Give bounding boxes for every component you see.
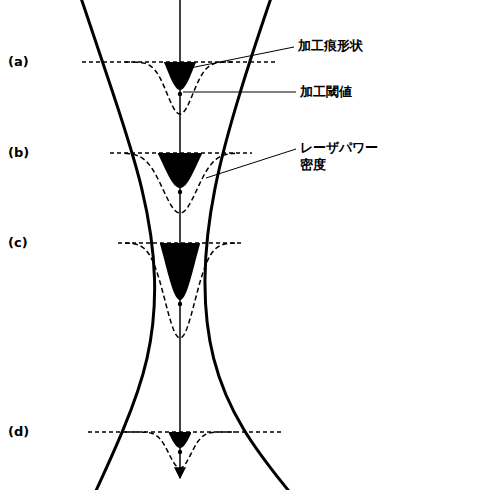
power-density-profile <box>125 62 235 114</box>
processed-mark <box>164 62 196 90</box>
power-density-profile <box>125 243 235 338</box>
callout-label: 加工痕形状 <box>298 38 363 55</box>
power-density-profile <box>125 432 235 468</box>
leader-line <box>206 149 296 178</box>
power-density-profile <box>125 153 235 213</box>
beam-envelope <box>80 0 155 490</box>
processed-mark <box>169 432 191 448</box>
section-label: (a) <box>8 54 29 71</box>
section-label: (c) <box>8 235 28 252</box>
processed-mark <box>160 243 200 300</box>
section-label: (b) <box>8 145 29 162</box>
leader-line <box>190 47 294 68</box>
leader-line <box>183 92 296 93</box>
threshold-point <box>178 190 182 194</box>
section-label: (d) <box>8 424 29 441</box>
callout-label: 加工閾値 <box>300 84 352 101</box>
threshold-point <box>178 450 182 454</box>
callout-label: レーザパワー 密度 <box>300 140 392 174</box>
processed-mark <box>158 153 202 188</box>
threshold-point <box>178 92 182 96</box>
threshold-point <box>178 302 182 306</box>
beam-envelope <box>205 0 292 490</box>
